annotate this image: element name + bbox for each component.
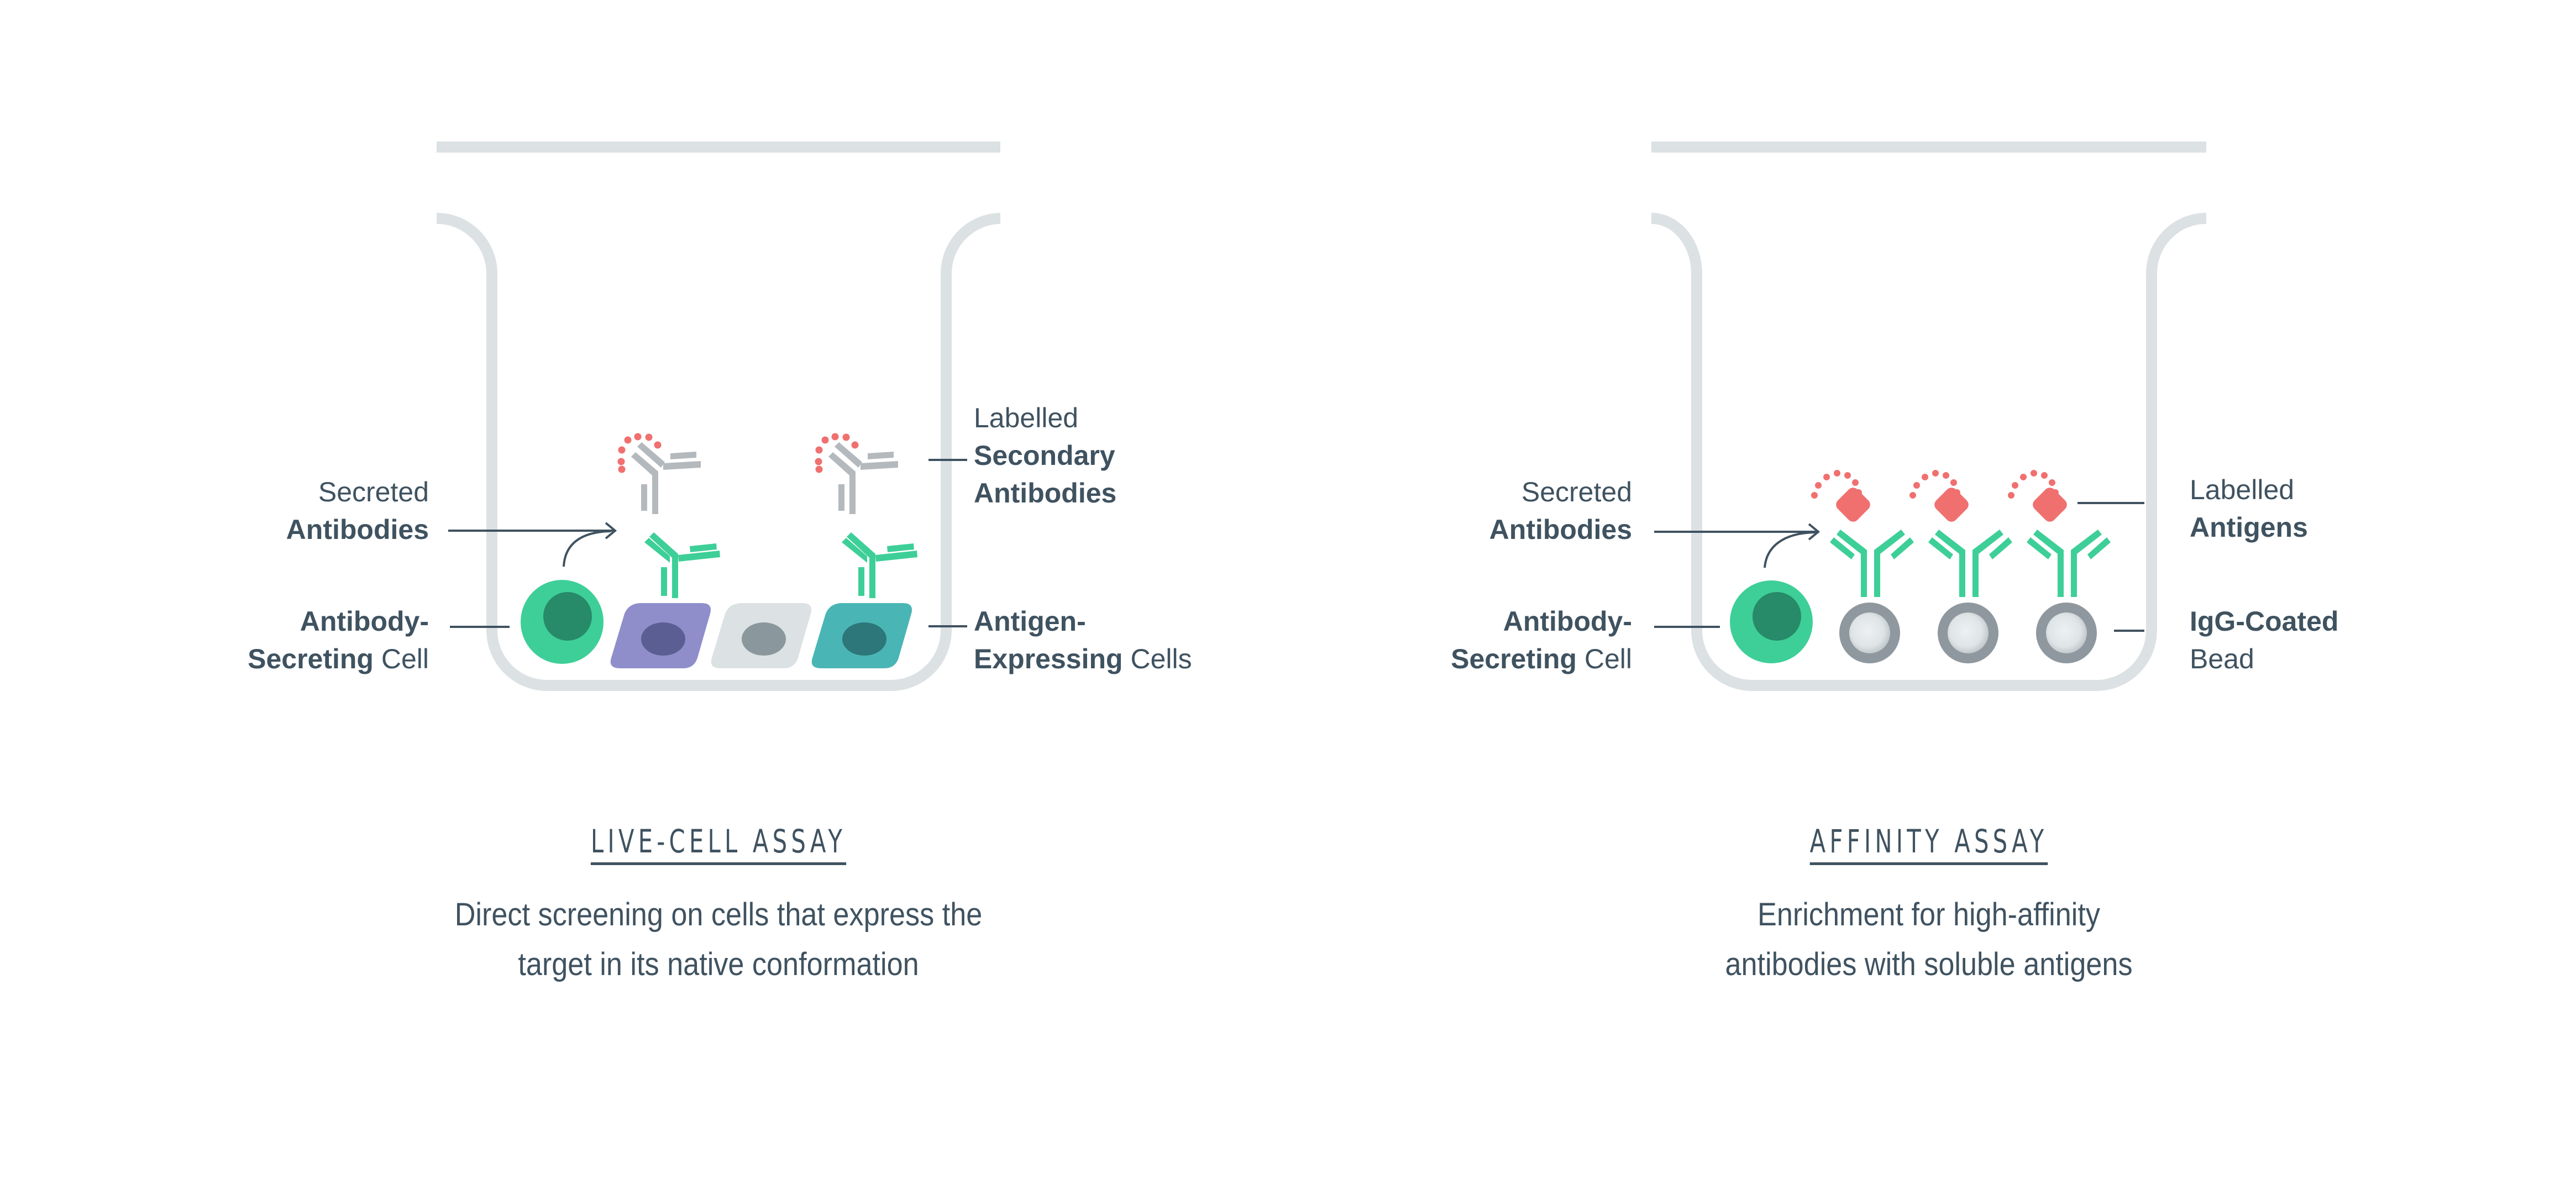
label-secreted-antibodies-right: Secreted Antibodies [1489, 473, 1632, 548]
beaker-icon-left [436, 142, 1001, 691]
antigen-expressing-cell-icon-teal [811, 603, 912, 668]
label-secreted-light: Secreted [1521, 476, 1632, 507]
label-secondary-bold-2: Antibodies [974, 478, 1117, 509]
label-asc-bold-2: Secreting [1451, 643, 1577, 674]
label-bead-light: Bead [2190, 643, 2254, 674]
panel-description-live-cell: Direct screening on cells that express t… [370, 890, 1067, 989]
panel-title-text: LIVE-CELL ASSAY [590, 823, 847, 865]
fluorescent-label-icon-1 [617, 433, 662, 473]
label-secreted-bold: Antibodies [1489, 514, 1632, 545]
labelled-antigen-icon-2 [1909, 470, 1960, 499]
leader-lines-right [1654, 502, 2144, 632]
secreted-antibody-icon-2 [842, 532, 917, 598]
label-antigen-expressing-cells: Antigen- Expressing Cells [974, 603, 1192, 678]
label-asc-light: Cell [373, 643, 429, 674]
description-line-2: target in its native conformation [518, 946, 919, 982]
label-asc-bold-1: Antibody- [1503, 606, 1632, 637]
panel-title-affinity-assay: AFFINITY ASSAY [1770, 823, 2088, 865]
panel-title-live-cell-assay: LIVE-CELL ASSAY [559, 823, 878, 865]
label-aec-light: Cells [1122, 643, 1192, 674]
secondary-antibody-icon-2 [828, 442, 898, 514]
label-secreted-light: Secreted [318, 476, 429, 507]
label-secreted-bold: Antibodies [286, 514, 429, 545]
antigen-expressing-cell-icon-purple [610, 603, 711, 668]
leader-lines-left [448, 459, 967, 628]
description-line-2: antibodies with soluble antigens [1725, 946, 2133, 982]
fluorescent-label-icon-2 [815, 433, 859, 473]
description-line-1: Direct screening on cells that express t… [454, 897, 983, 933]
antibody-secreting-cell-icon-right [1730, 580, 1813, 663]
panel-description-affinity: Enrichment for high-affinity antibodies … [1581, 890, 2277, 989]
igg-coated-bead-unit-3 [2027, 488, 2111, 663]
label-labelled-antigens: Labelled Antigens [2190, 471, 2308, 546]
label-asc-bold-2: Secreting [248, 643, 374, 674]
antibody-secreting-cell-icon [521, 580, 604, 664]
label-asc-light: Cell [1576, 643, 1632, 674]
label-asc-bold-1: Antibody- [300, 606, 429, 637]
label-aec-bold-1: Antigen- [974, 606, 1086, 637]
panel-title-text: AFFINITY ASSAY [1809, 823, 2048, 865]
label-igg-coated-bead: IgG-Coated Bead [2190, 603, 2338, 678]
label-bead-bold: IgG-Coated [2190, 606, 2339, 637]
label-aec-bold-2: Expressing [974, 643, 1123, 674]
label-antigen-bold: Antigens [2190, 512, 2308, 543]
label-secondary-bold-1: Secondary [974, 440, 1115, 471]
label-antibody-secreting-cell-right: Antibody- Secreting Cell [1451, 603, 1632, 678]
igg-coated-bead-unit-2 [1928, 488, 2012, 663]
label-antigen-light: Labelled [2190, 474, 2295, 505]
description-line-1: Enrichment for high-affinity [1757, 897, 2100, 933]
secreted-antibody-icon-1 [644, 532, 720, 598]
non-expressing-cell-icon [711, 603, 811, 668]
labelled-antigen-icon-1 [1811, 470, 1862, 499]
labelled-antigen-icon-3 [2008, 470, 2059, 499]
secondary-antibody-icon-1 [631, 442, 701, 514]
label-labelled-secondary-antibodies: Labelled Secondary Antibodies [974, 399, 1116, 512]
label-antibody-secreting-cell-left: Antibody- Secreting Cell [248, 603, 429, 678]
igg-coated-bead-unit-1 [1830, 488, 1914, 663]
beaker-icon-right [1651, 142, 2207, 691]
label-secreted-antibodies-left: Secreted Antibodies [286, 473, 429, 548]
label-secondary-light: Labelled [974, 402, 1079, 433]
